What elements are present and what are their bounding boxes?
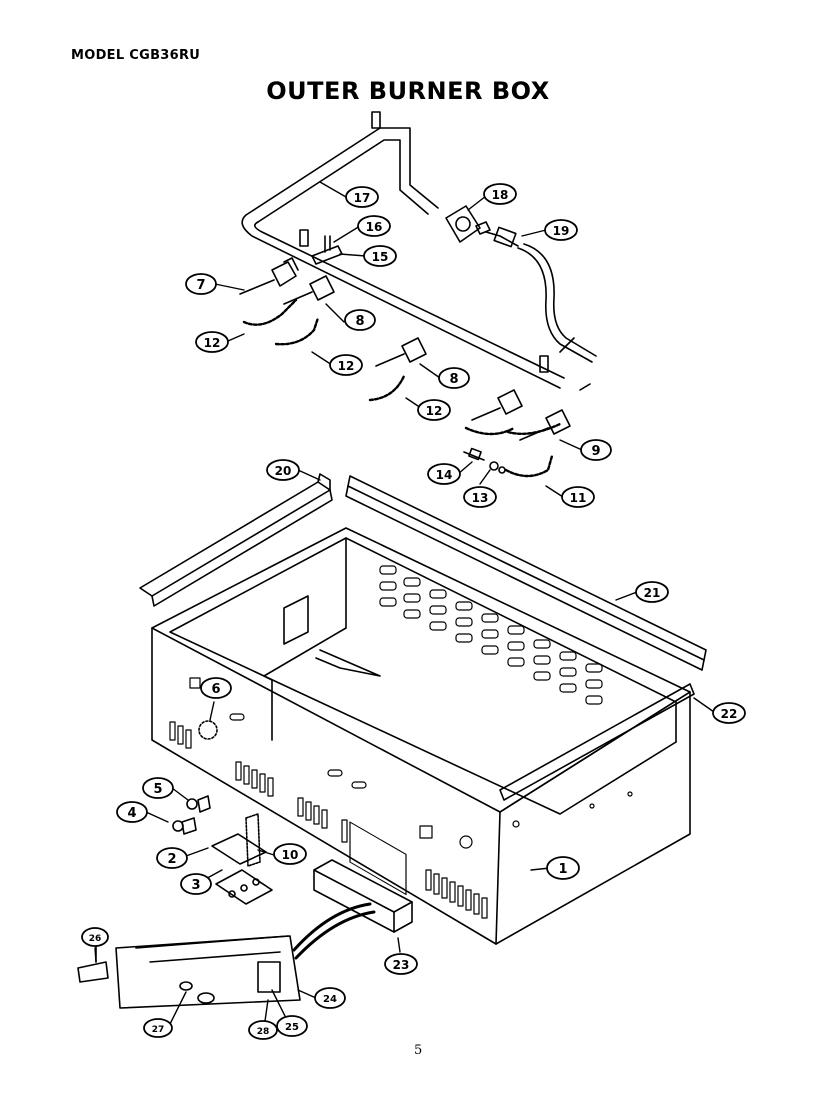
callout-15: 15 <box>363 245 397 267</box>
svg-text:8: 8 <box>355 314 364 329</box>
valve-8-middle <box>375 337 427 367</box>
spark-module <box>292 859 413 960</box>
svg-text:8: 8 <box>449 372 458 387</box>
fittings <box>463 447 506 474</box>
callout-20: 20 <box>266 459 300 481</box>
callout-21: 21 <box>635 581 669 603</box>
regulator <box>445 205 491 243</box>
valve-8-lower <box>471 389 523 421</box>
svg-text:28: 28 <box>257 1027 270 1037</box>
coiled-tubes <box>242 298 562 478</box>
svg-text:17: 17 <box>354 191 371 205</box>
svg-text:10: 10 <box>282 848 299 862</box>
callout-23: 23 <box>384 953 418 975</box>
svg-text:6: 6 <box>211 682 220 697</box>
svg-text:2: 2 <box>167 852 176 867</box>
callout-17: 17 <box>345 186 379 208</box>
side-rail-right <box>345 475 707 671</box>
callout-22: 22 <box>712 702 746 724</box>
valve-9 <box>519 409 571 441</box>
svg-text:15: 15 <box>372 250 389 264</box>
callout-13: 13 <box>463 486 497 508</box>
side-rail-left <box>139 473 333 607</box>
leader-lines <box>94 181 715 1029</box>
callout-24: 24 <box>314 987 346 1009</box>
callout-14: 14 <box>427 463 461 485</box>
callout-8-middle: 8 <box>438 367 470 389</box>
svg-text:13: 13 <box>472 491 489 505</box>
svg-text:12: 12 <box>338 359 355 373</box>
svg-text:20: 20 <box>275 464 292 478</box>
valve-8-upper <box>283 275 335 305</box>
svg-text:22: 22 <box>721 707 738 721</box>
svg-text:18: 18 <box>492 188 509 202</box>
svg-text:9: 9 <box>591 444 600 459</box>
callout-9: 9 <box>580 439 612 461</box>
svg-text:25: 25 <box>285 1022 299 1033</box>
flex-connector <box>485 226 597 363</box>
svg-text:24: 24 <box>323 994 337 1005</box>
callout-11: 11 <box>561 486 595 508</box>
svg-text:4: 4 <box>127 806 136 821</box>
callout-19: 19 <box>544 219 578 241</box>
svg-text:16: 16 <box>366 220 383 234</box>
callout-27: 27 <box>143 1018 173 1038</box>
callout-8-upper: 8 <box>344 309 376 331</box>
front-rail <box>499 683 695 801</box>
svg-text:27: 27 <box>152 1025 165 1035</box>
svg-text:12: 12 <box>204 336 221 350</box>
svg-text:1: 1 <box>558 862 567 877</box>
callout-3: 3 <box>180 873 212 895</box>
callout-16: 16 <box>357 215 391 237</box>
svg-text:5: 5 <box>153 782 162 797</box>
callout-12-a: 12 <box>195 331 229 353</box>
svg-text:11: 11 <box>570 491 587 505</box>
svg-text:26: 26 <box>89 934 102 944</box>
callout-26: 26 <box>81 927 109 947</box>
callout-25: 25 <box>276 1015 308 1037</box>
callout-4: 4 <box>116 801 148 823</box>
callout-2: 2 <box>156 847 188 869</box>
callout-7: 7 <box>185 273 217 295</box>
valve-7 <box>239 257 299 295</box>
callout-10: 10 <box>273 843 307 865</box>
model-label: MODEL CGB36RU <box>71 48 201 63</box>
callout-12-b: 12 <box>329 354 363 376</box>
callout-1: 1 <box>546 856 580 880</box>
callout-28: 28 <box>248 1020 278 1040</box>
svg-text:7: 7 <box>196 278 205 293</box>
callout-5: 5 <box>142 777 174 799</box>
junction-box <box>115 935 301 1009</box>
svg-text:14: 14 <box>436 468 453 482</box>
callout-12-c: 12 <box>417 399 451 421</box>
svg-text:12: 12 <box>426 404 443 418</box>
svg-text:3: 3 <box>191 878 200 893</box>
manifold-pipe <box>241 111 591 391</box>
page-title: OUTER BURNER BOX <box>266 77 550 105</box>
strain-relief <box>77 943 109 983</box>
callout-6: 6 <box>200 677 232 699</box>
svg-text:19: 19 <box>553 224 570 238</box>
svg-text:21: 21 <box>644 586 661 600</box>
page-number: 5 <box>414 1043 423 1058</box>
burner-box <box>151 527 691 945</box>
svg-text:23: 23 <box>393 958 410 972</box>
callout-18: 18 <box>483 183 517 205</box>
